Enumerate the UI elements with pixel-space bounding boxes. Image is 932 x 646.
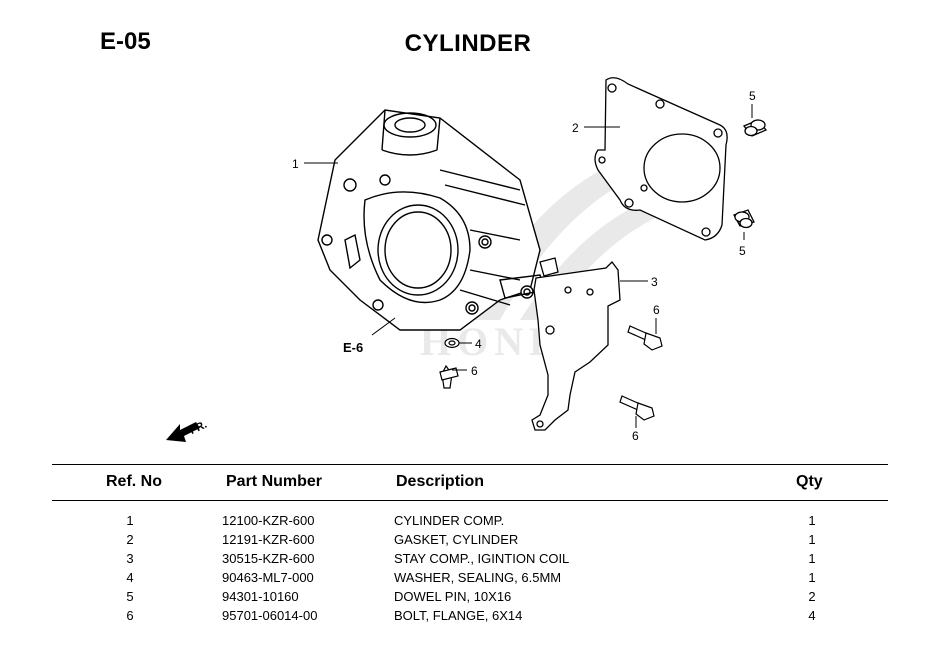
header-description: Description: [396, 473, 485, 490]
callout-5-lower: 5: [739, 244, 746, 258]
row-description: BOLT, FLANGE, 6X14: [394, 608, 523, 623]
row-description: STAY COMP., IGINTION COIL: [394, 551, 570, 566]
row-qty: 1: [808, 570, 816, 585]
table-header-rule: [52, 500, 888, 501]
row-part-number: 95701-06014-00: [222, 608, 318, 623]
table-row: 6 95701-06014-00 BOLT, FLANGE, 6X14 4: [0, 608, 932, 627]
row-part-number: 94301-10160: [222, 589, 299, 604]
dowel-pin-upper: [742, 119, 768, 137]
ignition-coil-stay-part: [531, 257, 621, 431]
table-top-rule: [52, 464, 888, 465]
sealing-washer: [444, 337, 460, 349]
row-qty: 4: [808, 608, 816, 623]
bolt-right: [627, 325, 663, 351]
row-ref: 2: [126, 532, 134, 547]
header-part-number: Part Number: [226, 473, 323, 490]
callout-6-lower: 6: [632, 429, 639, 443]
page-title: CYLINDER: [0, 30, 932, 58]
cylinder-part: [317, 109, 546, 331]
dowel-pin-lower: [733, 209, 755, 229]
row-description: CYLINDER COMP.: [394, 513, 505, 528]
row-description: GASKET, CYLINDER: [394, 532, 519, 547]
row-qty: 2: [808, 589, 816, 604]
callout-5-upper: 5: [749, 89, 756, 103]
row-qty: 1: [808, 551, 816, 566]
row-ref: 6: [126, 608, 134, 623]
callout-2: 2: [572, 121, 579, 135]
row-part-number: 12100-KZR-600: [222, 513, 315, 528]
row-ref: 3: [126, 551, 134, 566]
bolt-left: [439, 364, 459, 389]
front-direction-arrow-icon: FR.: [166, 419, 209, 442]
bolt-lower-right: [619, 395, 655, 421]
callout-3: 3: [651, 275, 658, 289]
reference-e6-label: E-6: [343, 340, 363, 355]
table-row: 4 90463-ML7-000 WASHER, SEALING, 6.5MM 1: [0, 570, 932, 589]
callout-4: 4: [475, 337, 482, 351]
page-title-text: CYLINDER: [404, 30, 532, 57]
front-label: FR.: [188, 419, 209, 437]
callout-leaders: [304, 104, 753, 428]
row-ref: 5: [126, 589, 134, 604]
row-part-number: 90463-ML7-000: [222, 570, 314, 585]
exploded-parts-diagram: HONDA: [166, 77, 768, 443]
header-qty: Qty: [796, 473, 823, 490]
row-part-number: 12191-KZR-600: [222, 532, 315, 547]
table-row: 5 94301-10160 DOWEL PIN, 10X16 2: [0, 589, 932, 608]
row-part-number: 30515-KZR-600: [222, 551, 315, 566]
callout-6-right: 6: [653, 303, 660, 317]
row-description: DOWEL PIN, 10X16: [394, 589, 512, 604]
row-qty: 1: [808, 513, 816, 528]
gasket-part: [594, 77, 728, 241]
callout-1: 1: [292, 157, 299, 171]
row-ref: 1: [126, 513, 134, 528]
table-row: 3 30515-KZR-600 STAY COMP., IGINTION COI…: [0, 551, 932, 570]
header-ref-no: Ref. No: [106, 473, 162, 490]
row-qty: 1: [808, 532, 816, 547]
section-code: E-05: [100, 28, 151, 55]
callout-6-left: 6: [471, 364, 478, 378]
table-row: 2 12191-KZR-600 GASKET, CYLINDER 1: [0, 532, 932, 551]
table-row: 1 12100-KZR-600 CYLINDER COMP. 1: [0, 513, 932, 532]
row-description: WASHER, SEALING, 6.5MM: [394, 570, 562, 585]
row-ref: 4: [126, 570, 134, 585]
